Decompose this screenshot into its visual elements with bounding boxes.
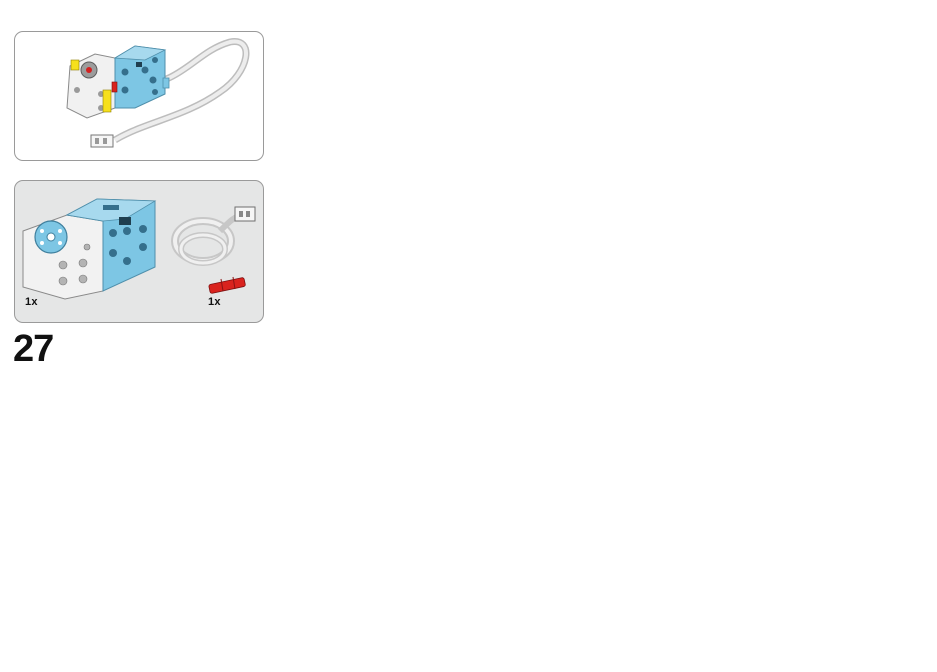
parts-needed-panel: 1x 1x — [14, 180, 264, 323]
attached-red-pin — [111, 81, 118, 93]
red-connector-pin — [208, 276, 246, 294]
cable-plug — [234, 206, 256, 222]
step-result-panel — [14, 31, 264, 161]
motor-quantity-label: 1x — [25, 296, 38, 308]
parts-illustration — [22, 198, 256, 300]
pin-quantity-label: 1x — [208, 296, 221, 308]
cable-plug — [90, 134, 114, 148]
assembled-motor-illustration — [66, 38, 250, 148]
yellow-beam — [102, 89, 112, 113]
step-number: 27 — [13, 328, 54, 370]
